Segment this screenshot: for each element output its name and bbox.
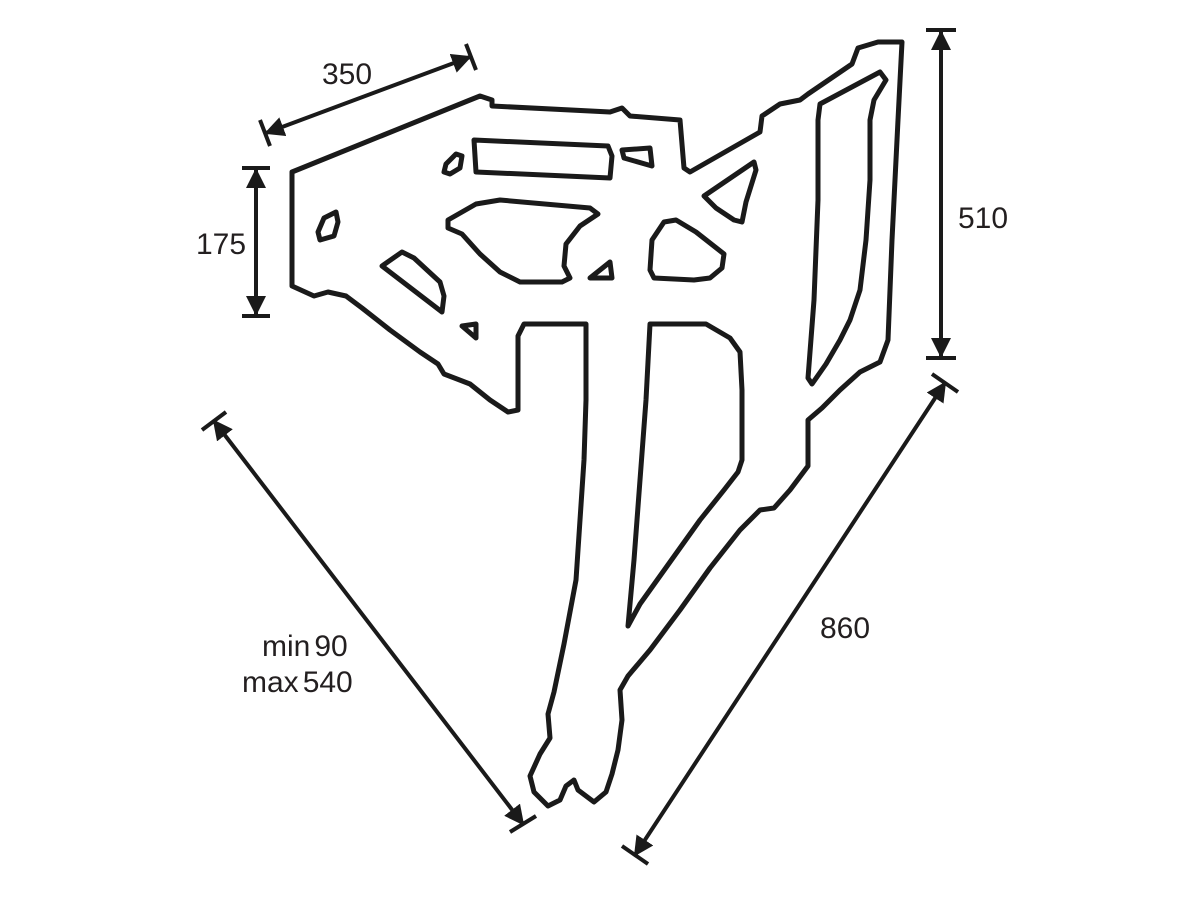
- wall-plate-outline: [289, 39, 905, 809]
- lower-arm-cutout: [625, 321, 745, 629]
- depth-label: 175: [196, 228, 246, 261]
- bracket-drawing: [289, 39, 905, 809]
- range-max-label: max: [242, 666, 299, 699]
- small-left-hole: [441, 151, 465, 177]
- dimension-height: 510: [926, 28, 1008, 360]
- wall-mount-hole: [315, 209, 341, 243]
- central-cutout: [445, 197, 601, 285]
- small-top-slot: [619, 145, 655, 169]
- dimension-depth: 175: [196, 166, 270, 318]
- right-frame-cutout: [805, 69, 889, 387]
- height-label: 510: [958, 202, 1008, 235]
- dimension-width: 350: [258, 43, 478, 147]
- dimension-length: 860: [620, 372, 960, 866]
- width-label: 350: [322, 58, 372, 91]
- range-min-value: 90: [314, 630, 347, 663]
- small-center-triangle: [587, 259, 615, 281]
- upper-triangle-cutout: [701, 159, 759, 225]
- wall-plate-slot: [471, 137, 615, 181]
- range-max-value: 540: [303, 666, 353, 699]
- middle-triangle-cutout: [647, 217, 727, 283]
- lower-left-cutout: [379, 249, 447, 315]
- tiny-lower-slot: [459, 321, 479, 341]
- length-label: 860: [820, 612, 870, 645]
- range-min-label: min: [262, 630, 310, 663]
